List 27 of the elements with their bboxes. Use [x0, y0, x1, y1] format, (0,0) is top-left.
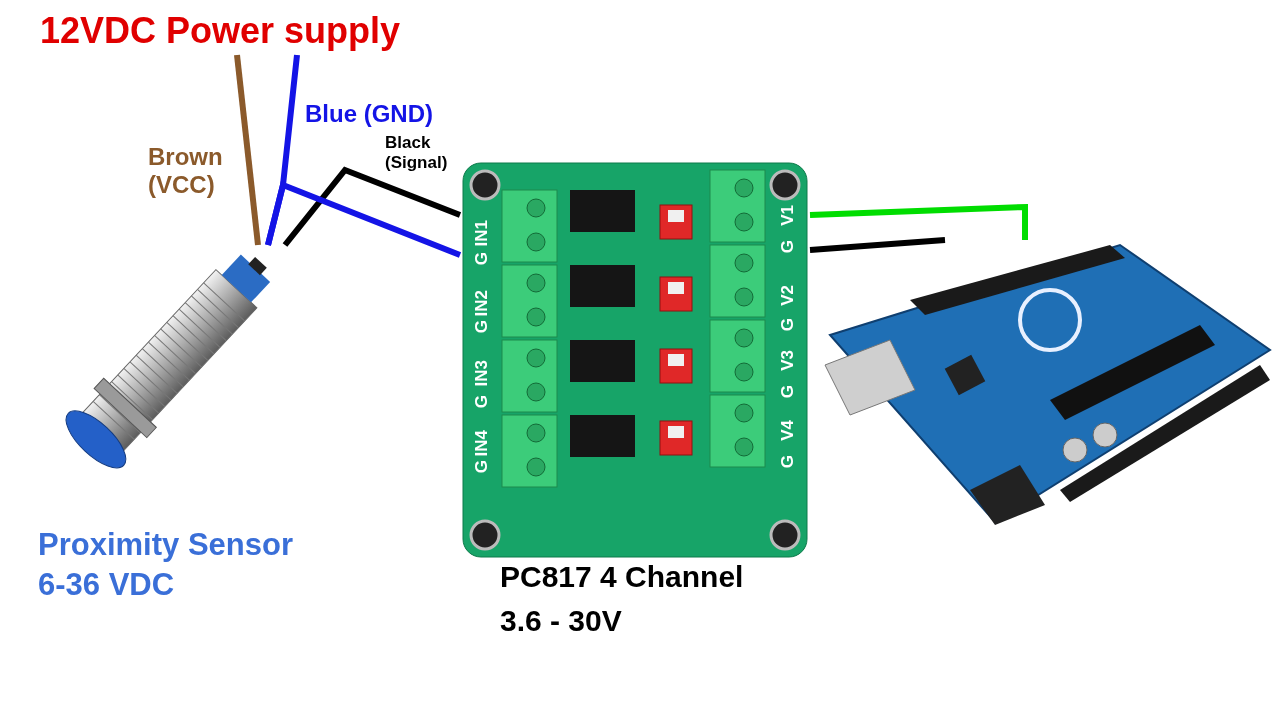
pin-label: IN3	[472, 360, 492, 387]
pin-label: IN2	[472, 290, 492, 317]
wire	[265, 180, 462, 258]
pin-label: V1	[778, 205, 798, 226]
component-caption: PC817 4 Channel 3.6 - 30V	[500, 559, 745, 639]
pin-label: G	[472, 252, 492, 266]
pin-label: V3	[778, 350, 798, 371]
supply-label: 12VDC Power supply	[40, 10, 401, 52]
component-caption: Proximity Sensor 6-36 VDC	[38, 526, 294, 604]
pin-label: G	[472, 460, 492, 474]
pin-label: V2	[778, 285, 798, 306]
pin-label: G	[778, 240, 798, 254]
pin-label: G	[778, 318, 798, 332]
pin-label: IN4	[472, 430, 492, 457]
wire	[282, 166, 462, 247]
pin-label: IN1	[472, 220, 492, 247]
pin-label: G	[472, 395, 492, 409]
wire	[809, 237, 946, 253]
wire-label: Brown (VCC)	[148, 143, 224, 199]
pin-label: G	[778, 385, 798, 399]
wire	[809, 203, 1028, 240]
wire-label: Blue (GND)	[305, 100, 434, 128]
pin-label: G	[472, 320, 492, 334]
pin-label: G	[778, 455, 798, 469]
wire-label: Black (Signal)	[385, 133, 449, 173]
pin-label: V4	[778, 420, 798, 441]
wire	[234, 54, 261, 246]
